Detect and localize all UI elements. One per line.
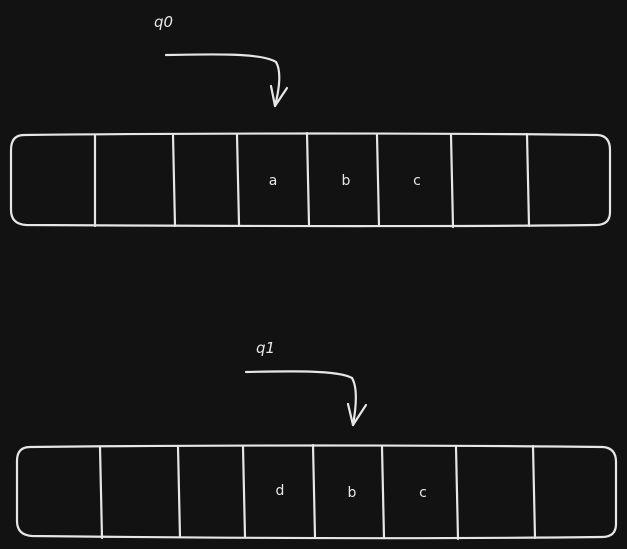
pointer-arrow-q1 (244, 370, 357, 427)
array-box-q1 (15, 444, 618, 540)
cell-divider (235, 133, 241, 227)
cell-divider (380, 445, 386, 540)
cell-divider (531, 444, 537, 540)
cell-divider (454, 445, 460, 541)
array-cell-3: a (269, 173, 278, 189)
cell-divider (98, 445, 104, 540)
pointer-label-q1: q1 (256, 339, 275, 357)
cell-divider (305, 131, 311, 227)
array-box-q0 (9, 132, 612, 228)
pointer-arrow-q0 (164, 53, 281, 108)
cell-divider (525, 132, 531, 228)
array-cell-4: b (348, 485, 357, 501)
pointer-label-q0: q0 (154, 13, 173, 31)
array-group-q0: q0 a b c (9, 13, 612, 229)
pointer-arrowhead-q0 (269, 84, 289, 108)
cell-divider (176, 445, 182, 539)
array-cell-5: c (413, 173, 421, 189)
cell-divider (311, 443, 317, 539)
array-cell-4: b (342, 173, 351, 189)
cell-divider (375, 133, 381, 228)
array-cell-3: d (276, 483, 285, 499)
array-group-q1: q1 d b c (15, 339, 618, 541)
cell-divider (241, 445, 247, 539)
pointer-arrowhead-q1 (346, 402, 368, 427)
cell-divider (171, 133, 177, 228)
cell-divider (449, 133, 455, 229)
array-cell-5: c (419, 485, 427, 501)
